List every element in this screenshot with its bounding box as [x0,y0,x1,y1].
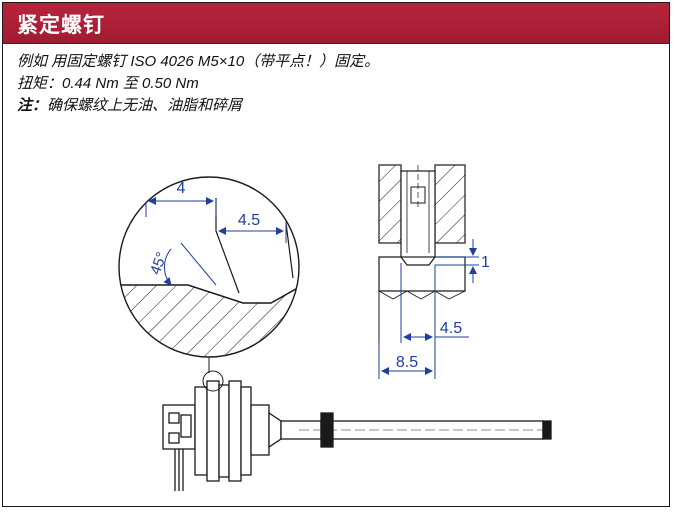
shaft-assembly [162,370,552,491]
example-text: 例如 用固定螺钉 ISO 4026 M5×10（带平点！）固定。 [17,53,380,70]
section-dim-4-5: 4.5 [440,320,462,337]
instructions: 例如 用固定螺钉 ISO 4026 M5×10（带平点！）固定。 扭矩：0.44… [17,51,655,117]
panel-header: 紧定螺钉 [3,3,669,44]
detail-dim-4: 4 [177,180,186,197]
torque-text: 扭矩：0.44 Nm 至 0.50 Nm [17,75,199,92]
note-text: 确保螺纹上无油、油脂和碎屑 [47,97,243,114]
section-view: 1 4.5 8.5 [378,164,490,379]
section-dim-1: 1 [481,254,490,271]
panel-title: 紧定螺钉 [17,14,105,37]
technical-drawing: 4 4.5 45° [118,164,552,491]
note-line: 注：确保螺纹上无油、油脂和碎屑 [17,95,655,117]
detail-view: 4 4.5 45° [118,176,300,373]
detail-angle: 45° [147,250,171,277]
section-dim-8-5: 8.5 [396,354,418,371]
note-label: 注： [17,97,48,114]
detail-dim-4-5: 4.5 [238,212,260,229]
setscrew-panel: 紧定螺钉 例如 用固定螺钉 ISO 4026 M5×10（带平点！）固定。 扭矩… [2,2,670,507]
